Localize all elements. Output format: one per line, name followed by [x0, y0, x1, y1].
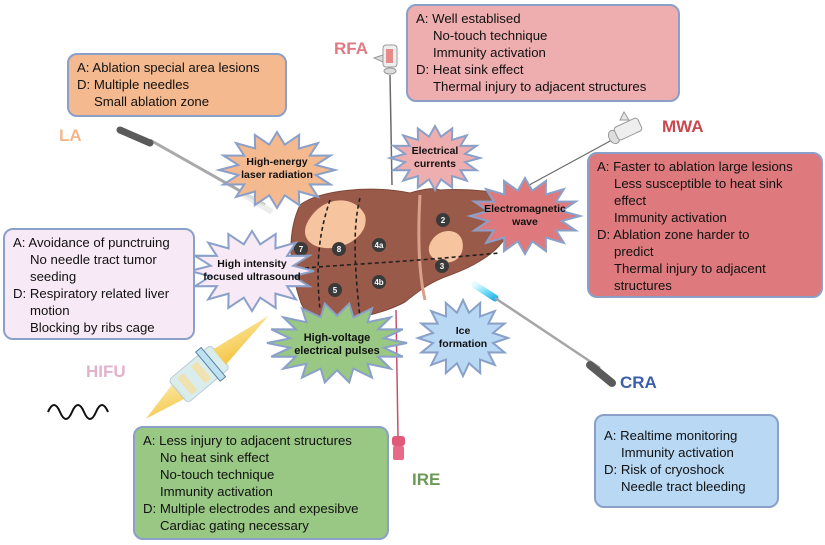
- ire-advantage-1: A: Less injury to adjacent structures: [143, 433, 352, 448]
- cra-disadvantage-1: D: Risk of cryoshock: [604, 462, 725, 477]
- cra-advantage-2: Immunity activation: [621, 445, 734, 460]
- rfa-disadvantage-1: D: Heat sink effect: [416, 62, 524, 77]
- mwa-advantage-3: Immunity activation: [614, 210, 727, 225]
- cra-info-box: A: Realtime monitoring Immunity activati…: [594, 414, 779, 508]
- ire-advantage-2: No heat sink effect: [160, 450, 269, 465]
- cra-label: CRA: [620, 373, 657, 392]
- la-mechanism-line-2: laser radiation: [241, 169, 313, 181]
- hifu-mechanism-burst: High intensity focused ultrasound: [196, 238, 308, 304]
- mwa-mechanism-burst: Electromagnetic wave: [475, 186, 575, 246]
- hifu-info-box: A: Avoidance of punctruing No needle tra…: [3, 228, 195, 340]
- hifu-mechanism-line-1: High intensity: [217, 258, 287, 270]
- la-advantage-1: A: Ablation special area lesions: [77, 60, 260, 75]
- hifu-advantage-2-cont: seeding: [30, 269, 77, 284]
- mwa-advantage-2: Less susceptible to heat sink: [614, 176, 783, 191]
- mwa-probe-icon: [519, 110, 643, 191]
- cra-probe-icon: [471, 281, 616, 387]
- la-disadvantage-2: Small ablation zone: [94, 94, 210, 109]
- liver-segment-markers: 7 8 4a 2 3 4b 5: [294, 213, 450, 297]
- ire-mechanism-line-1: High-voltage: [303, 332, 371, 344]
- la-disadvantage-1: D: Multiple needles: [77, 77, 190, 92]
- svg-text:4b: 4b: [374, 278, 383, 287]
- rfa-advantage-2: No-touch technique: [433, 28, 548, 43]
- la-info-box: A: Ablation special area lesions D: Mult…: [67, 53, 287, 117]
- ire-mechanism-burst: High-voltage electrical pulses: [272, 310, 402, 376]
- cra-burst-shape: [414, 297, 512, 379]
- ire-advantage-4: Immunity activation: [160, 484, 273, 499]
- ultrasound-wave-icon: [47, 404, 109, 420]
- rfa-burst-shape: [386, 123, 484, 193]
- ire-mechanism-line-2: electrical pulses: [294, 345, 380, 357]
- mwa-burst-shape: [466, 175, 584, 257]
- mwa-disadvantage-2: Thermal injury to adjacent: [614, 261, 766, 276]
- svg-text:5: 5: [333, 286, 338, 295]
- mwa-mechanism-line-2: wave: [512, 216, 538, 228]
- ire-disadvantage-2: Cardiac gating necessary: [160, 518, 309, 533]
- hifu-mechanism-line-2: focused ultrasound: [203, 271, 301, 283]
- rfa-advantage-3: Immunity activation: [433, 45, 546, 60]
- rfa-probe-icon: [372, 44, 398, 186]
- ire-advantage-3: No-touch technique: [160, 467, 275, 482]
- rfa-label: RFA: [334, 39, 368, 58]
- rfa-mechanism-line-1: Electrical: [411, 145, 459, 157]
- hifu-transducer-icon: [145, 315, 269, 419]
- svg-text:3: 3: [440, 262, 445, 271]
- la-mechanism-line-1: High-energy: [246, 156, 308, 168]
- mwa-disadvantage-1: D: Ablation zone harder to: [597, 227, 750, 242]
- mwa-info-box: A: Faster to ablation large lesions Less…: [587, 152, 823, 298]
- hifu-disadvantage-2: Blocking by ribs cage: [30, 320, 155, 335]
- hifu-label: HIFU: [86, 362, 126, 381]
- hifu-disadvantage-1-cont: motion: [30, 303, 70, 318]
- la-burst-shape: [215, 130, 339, 210]
- cra-mechanism-line-2: formation: [438, 338, 488, 350]
- hifu-advantage-1: A: Avoidance of punctruing: [13, 235, 170, 250]
- mwa-disadvantage-2-cont: structures: [614, 278, 672, 293]
- ire-label: IRE: [412, 470, 441, 489]
- mwa-mechanism-line-1: Electromagnetic: [484, 203, 566, 215]
- rfa-advantage-1: A: Well establised: [416, 11, 521, 26]
- cra-advantage-1: A: Realtime monitoring: [604, 428, 738, 443]
- ire-info-box: A: Less injury to adjacent structures No…: [133, 426, 389, 540]
- mwa-advantage-2-cont: effect: [614, 193, 647, 208]
- hifu-disadvantage-1: D: Respiratory related liver: [13, 286, 170, 301]
- ire-disadvantage-1: D: Multiple electrodes and expesibve: [143, 501, 359, 516]
- cra-mechanism-burst: Ice formation: [423, 303, 503, 373]
- rfa-disadvantage-2: Thermal injury to adjacent structures: [433, 79, 647, 94]
- mwa-label: MWA: [662, 117, 704, 136]
- hifu-advantage-2: No needle tract tumor: [30, 252, 157, 267]
- svg-text:8: 8: [337, 245, 342, 254]
- mwa-disadvantage-1-cont: predict: [614, 244, 654, 259]
- la-mechanism-burst: High-energy laser radiation: [227, 140, 327, 200]
- rfa-mechanism-line-2: currents: [413, 158, 456, 170]
- cra-disadvantage-2: Needle tract bleeding: [621, 479, 746, 494]
- mwa-advantage-1: A: Faster to ablation large lesions: [597, 159, 793, 174]
- rfa-info-box: A: Well establised No-touch technique Im…: [406, 4, 680, 102]
- svg-text:2: 2: [441, 216, 446, 225]
- la-label: LA: [59, 126, 82, 145]
- rfa-mechanism-burst: Electrical currents: [395, 130, 475, 186]
- cra-mechanism-line-1: Ice: [455, 325, 471, 337]
- svg-text:4a: 4a: [375, 241, 384, 250]
- liver-illustration: [290, 188, 521, 319]
- svg-text:7: 7: [299, 245, 304, 254]
- ire-burst-shape: [266, 301, 408, 385]
